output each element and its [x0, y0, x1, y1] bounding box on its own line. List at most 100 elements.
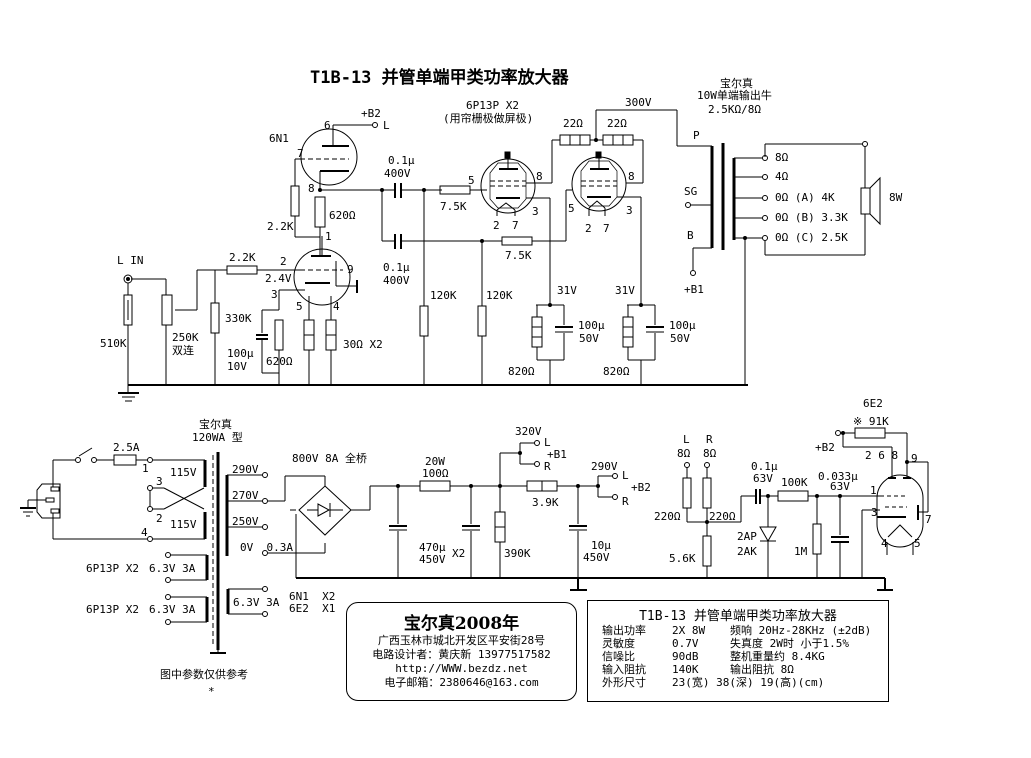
pin-2a: 2	[493, 219, 500, 232]
cap-10v: 10V	[227, 360, 247, 373]
ot-ratio: 2.5KΩ/8Ω	[708, 103, 761, 116]
fil-a-tubes: 6P13P X2	[86, 562, 139, 575]
credit-designer: 电路设计者：黄庆新 13977517582	[372, 648, 551, 661]
ot-desc: 10W单端输出牛	[697, 89, 772, 102]
ot-tap-a: 0Ω (A) 4K	[775, 191, 835, 204]
cap-x2: X2	[452, 547, 466, 560]
b2-l2: L	[622, 469, 629, 482]
pin-7: 7	[297, 147, 304, 160]
r-620-cathode: 620Ω	[266, 355, 293, 368]
ind-r56k: 5.6K	[669, 552, 696, 565]
fil-c-tubes2: 6E2 X1	[289, 602, 336, 615]
credit-email[interactable]: 电子邮箱：2380646@163.com	[384, 676, 539, 689]
pot-value: 250K	[172, 331, 199, 344]
pin-3b: 3	[626, 204, 633, 217]
v-290: 290V	[591, 460, 618, 473]
spec-title: T1B-13 并管单端甲类功率放大器	[639, 609, 837, 624]
ind-r220b: 220Ω	[709, 510, 736, 523]
cap-100u: 100μ	[227, 347, 254, 360]
spec-value: 23(宽) 38(深) 19(高)(cm)	[672, 676, 825, 689]
spec-row: 输入阻抗 140K 输出阻抗 8Ω	[588, 663, 888, 676]
ind-r1m: 1M	[794, 545, 808, 558]
ot-tap-8: 8Ω	[775, 151, 789, 164]
ot-pin-sg: SG	[684, 185, 698, 198]
fil-c-tubes1: 6N1 X2	[289, 590, 336, 603]
pin-5b: 5	[568, 202, 575, 215]
note-star: *	[208, 685, 215, 698]
bridge-label: 800V 8A 全桥	[292, 452, 367, 465]
ot-pin-b: B	[687, 229, 694, 242]
r-100-v: 100Ω	[422, 467, 449, 480]
ot-brand: 宝尔真	[720, 77, 753, 90]
cap-top-v: 400V	[384, 167, 411, 180]
pri-pin-3: 3	[156, 475, 163, 488]
r-820b: 820Ω	[603, 365, 630, 378]
r-100-w: 20W	[425, 455, 445, 468]
xfmr-brand: 宝尔真	[199, 418, 232, 431]
r-22k: 2.2K	[267, 220, 294, 233]
pin-7b: 7	[603, 222, 610, 235]
page-title: T1B-13 并管单端甲类功率放大器	[310, 68, 569, 88]
speaker-icon	[860, 176, 881, 226]
pri-v2: 115V	[170, 518, 197, 531]
r-75k-a: 7.5K	[440, 200, 467, 213]
cap-100u-50: 100μ	[578, 319, 605, 332]
ot-tap-b: 0Ω (B) 3.3K	[775, 211, 848, 224]
ind-cap033: 0.033μ	[818, 470, 858, 483]
pin-6: 6	[324, 119, 331, 132]
pri-pin-4: 4	[141, 526, 148, 539]
ind-pin-4: 4	[881, 537, 888, 550]
credit-address: 广西玉林市城北开发区平安街28号	[377, 634, 546, 647]
ind-pins-268: 2 6 8	[865, 449, 899, 462]
sec-290: 290V	[232, 463, 259, 476]
r-330k: 330K	[225, 312, 252, 325]
spec-row: 输出功率 2X 8W 频响 20Hz-28KHz (±2dB)	[588, 624, 888, 637]
tube-6p13p-label: 6P13P X2	[466, 99, 519, 112]
ind-cap033v: 63V	[830, 480, 850, 493]
spec-label: 输出功率	[602, 624, 646, 637]
r-39k: 3.9K	[532, 496, 559, 509]
pri-v1: 115V	[170, 466, 197, 479]
r-120k-b: 120K	[486, 289, 513, 302]
pin-3a: 3	[532, 205, 539, 218]
tube-6p13p-b	[571, 151, 627, 216]
spec-row: 信噪比 90dB 整机重量约 8.4KG	[588, 650, 888, 663]
pri-pin-2: 2	[156, 512, 163, 525]
r-510k: 510K	[100, 337, 127, 350]
cap-top: 0.1μ	[388, 154, 415, 167]
pin-8: 8	[308, 182, 315, 195]
cap-10u: 10μ	[591, 539, 611, 552]
cap-100u-50b: 100μ	[669, 319, 696, 332]
r-820a: 820Ω	[508, 365, 535, 378]
pin-2: 2	[280, 255, 287, 268]
spec-value: 140K	[672, 663, 699, 676]
pin-4: 4	[333, 300, 340, 313]
v-31a: 31V	[557, 284, 577, 297]
credit-web[interactable]: http://WWW.bezdz.net	[395, 662, 528, 675]
spec-value: 90dB	[672, 650, 699, 663]
pot-note: 双连	[172, 344, 194, 357]
ind-diode2: 2AK	[737, 545, 757, 558]
pin-3: 3	[271, 288, 278, 301]
cap-10u-v: 450V	[583, 551, 610, 564]
fuse-label: 2.5A	[113, 441, 140, 454]
ind-pin-7: 7	[925, 513, 932, 526]
ind-tube: 6E2	[863, 397, 883, 410]
pin-1: 1	[325, 230, 332, 243]
spec-label: 输入阻抗	[602, 663, 646, 676]
sec-250: 250V	[232, 515, 259, 528]
iec-inlet-icon	[20, 483, 61, 519]
cap-450: 450V	[419, 553, 446, 566]
tube-6p13p-a	[480, 151, 536, 216]
spec-extra: 失真度 2W时 小于1.5%	[730, 637, 849, 650]
spec-label: 外形尺寸	[602, 676, 646, 689]
cap-50vb: 50V	[670, 332, 690, 345]
cap-bot: 0.1μ	[383, 261, 410, 274]
r-75k-b: 7.5K	[505, 249, 532, 262]
ot-tap-c: 0Ω (C) 2.5K	[775, 231, 848, 244]
input-label: L IN	[117, 254, 144, 267]
b1-label: +B1	[547, 448, 567, 461]
pin-9: 9	[347, 263, 354, 276]
spec-extra: 频响 20Hz-28KHz (±2dB)	[730, 624, 872, 637]
spec-row: 灵敏度 0.7V 失真度 2W时 小于1.5%	[588, 637, 888, 650]
